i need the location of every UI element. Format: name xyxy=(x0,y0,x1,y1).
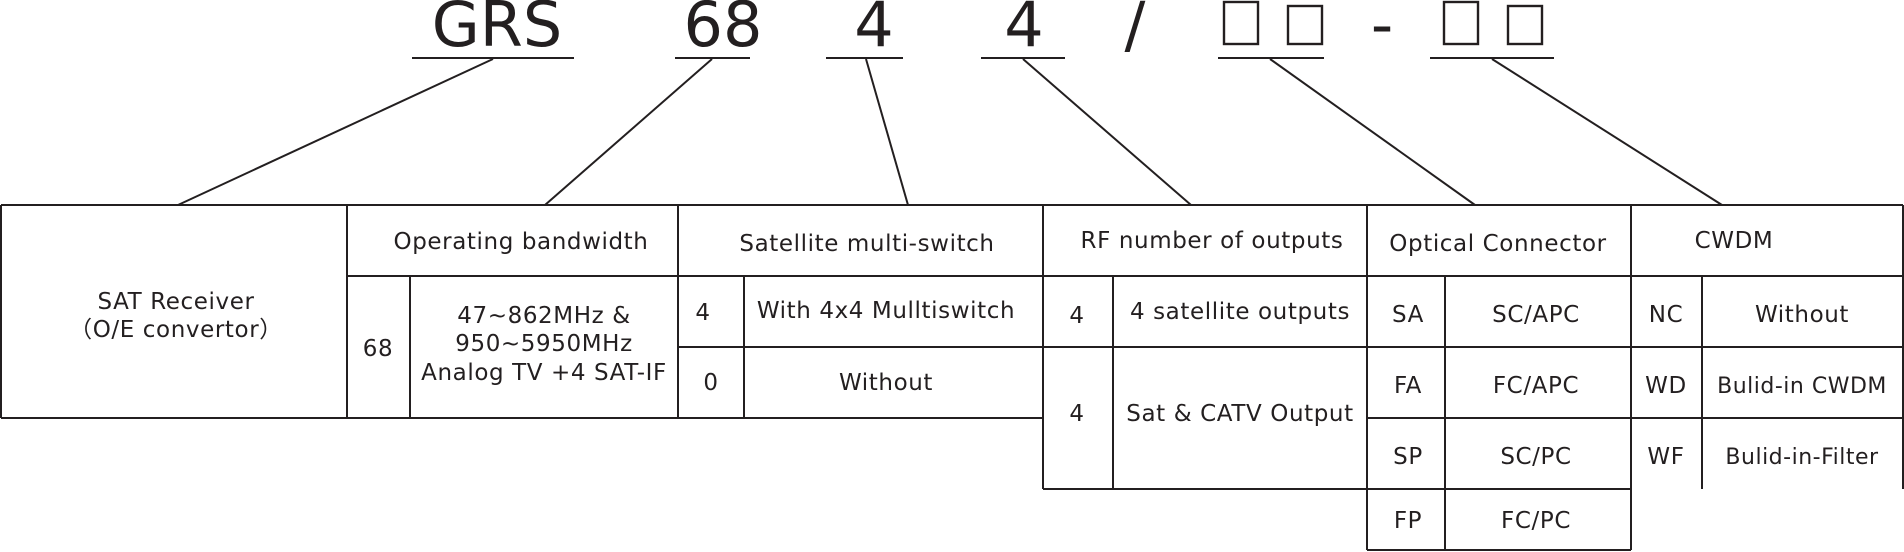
multiswitch-row-1-desc: With 4x4 Mulltiswitch xyxy=(757,298,1015,324)
spec-table-grid xyxy=(0,204,1904,551)
code-dash: - xyxy=(1371,0,1393,61)
leader-bandwidth xyxy=(544,58,713,206)
optical-header: Optical Connector xyxy=(1389,231,1606,257)
receiver-title: SAT Receiver xyxy=(97,289,254,315)
leader-optical xyxy=(1269,58,1476,206)
cwdm-header: CWDM xyxy=(1695,228,1774,254)
cwdm-row-2-desc: Bulid-in CWDM xyxy=(1717,374,1887,399)
bandwidth-code: 68 xyxy=(363,336,393,362)
bandwidth-desc-line-1: 47~862MHz & xyxy=(457,303,631,329)
leader-rf-outputs xyxy=(1022,58,1192,206)
multiswitch-header: Satellite multi-switch xyxy=(739,231,994,257)
optical-placeholder-box-1 xyxy=(1222,0,1260,46)
receiver-subtitle: （O/E convertor） xyxy=(69,317,283,343)
leader-cwdm xyxy=(1491,58,1723,206)
code-multiswitch: 4 xyxy=(854,0,893,61)
cwdm-placeholder-box-1 xyxy=(1442,0,1480,46)
optical-row-4-desc: FC/PC xyxy=(1501,508,1571,534)
leader-prefix xyxy=(177,58,494,206)
bandwidth-desc-line-2: 950~5950MHz xyxy=(455,331,633,357)
optical-row-1-code: SA xyxy=(1392,302,1424,328)
optical-placeholder-box-2 xyxy=(1286,4,1324,46)
optical-row-3-desc: SC/PC xyxy=(1500,444,1571,470)
code-prefix: GRS xyxy=(432,0,562,61)
cwdm-row-2-code: WD xyxy=(1645,373,1687,399)
code-bandwidth: 68 xyxy=(684,0,763,61)
optical-row-4-code: FP xyxy=(1394,508,1422,534)
rf-outputs-row-2-code: 4 xyxy=(1069,401,1084,427)
multiswitch-row-2-desc: Without xyxy=(839,370,933,396)
bandwidth-header: Operating bandwidth xyxy=(394,229,649,255)
optical-row-3-code: SP xyxy=(1393,444,1423,470)
multiswitch-row-1-code: 4 xyxy=(695,300,710,326)
bandwidth-desc-line-3: Analog TV +4 SAT-IF xyxy=(421,360,667,386)
rf-outputs-row-2-desc: Sat & CATV Output xyxy=(1126,401,1353,427)
code-rf-outputs: 4 xyxy=(1004,0,1043,61)
rf-outputs-row-1-desc: 4 satellite outputs xyxy=(1130,299,1350,325)
optical-row-2-desc: FC/APC xyxy=(1493,373,1579,399)
rf-outputs-row-1-code: 4 xyxy=(1069,303,1084,329)
cwdm-row-3-desc: Bulid-in-Filter xyxy=(1725,445,1879,470)
model-code: GRS 68 4 4 / - xyxy=(177,0,1723,206)
optical-row-1-desc: SC/APC xyxy=(1492,302,1580,328)
cwdm-placeholder-box-2 xyxy=(1506,4,1544,46)
cwdm-row-3-code: WF xyxy=(1647,444,1684,470)
code-slash: / xyxy=(1125,0,1146,61)
cwdm-row-1-code: NC xyxy=(1649,302,1683,328)
rf-outputs-header: RF number of outputs xyxy=(1081,228,1344,254)
optical-row-2-code: FA xyxy=(1394,373,1422,399)
cwdm-row-1-desc: Without xyxy=(1755,302,1849,328)
leader-multiswitch xyxy=(865,58,909,206)
multiswitch-row-2-code: 0 xyxy=(703,370,718,396)
